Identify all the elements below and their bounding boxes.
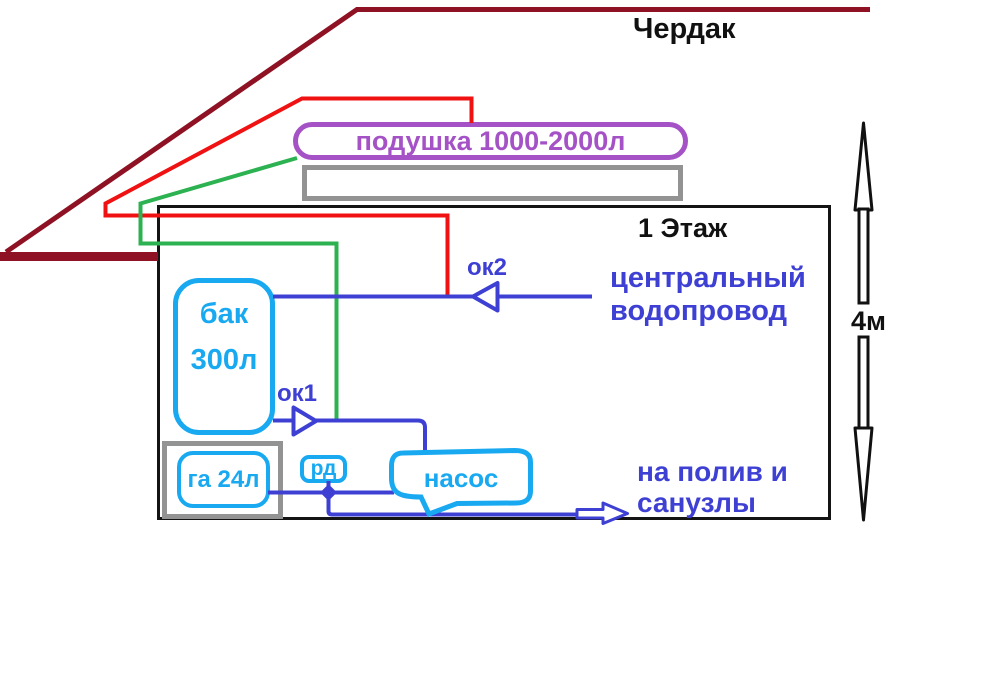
pressure-switch-label: рд [310, 457, 337, 480]
cushion-tank-label: подушка 1000-2000л [355, 125, 626, 156]
cushion-support-plank [302, 165, 683, 201]
attic-label: Чердак [633, 13, 736, 45]
accumulator: га 24л [177, 451, 270, 508]
check-valve-2-icon [471, 281, 500, 313]
height-arrow-bottom-head-icon [853, 426, 874, 522]
pipe-junction-dot [320, 484, 337, 501]
pump-shape [389, 447, 533, 518]
valve2-label: ок2 [467, 254, 508, 281]
height-label: 4м [851, 306, 886, 336]
pressure-switch: рд [300, 455, 347, 483]
outlet-pipe [326, 492, 577, 517]
cushion-tank: подушка 1000-2000л [293, 122, 688, 160]
height-arrow-top-head-icon [853, 121, 874, 212]
outlet-flow-arrow-icon [575, 501, 629, 525]
accumulator-label: га 24л [187, 465, 260, 493]
pump-label: насос [423, 463, 499, 493]
roof-line [4, 7, 870, 255]
tank-to-pump-pipe [273, 418, 427, 452]
storage-tank-label: бак 300л [190, 298, 258, 376]
height-arrow-top-shaft [857, 207, 870, 305]
central-supply-label: центральный водопровод [610, 262, 806, 327]
floor-label: 1 Этаж [638, 213, 728, 243]
height-arrow-bottom-shaft [857, 335, 870, 430]
check-valve-1-icon [291, 405, 318, 437]
red-pipe [103, 96, 474, 298]
valve1-label: ок1 [277, 380, 318, 407]
first-floor-box [157, 205, 831, 520]
outlet-label: на полив и санузлы [637, 456, 788, 518]
green-pipe [138, 156, 339, 419]
storage-tank: бак 300л [173, 278, 275, 435]
